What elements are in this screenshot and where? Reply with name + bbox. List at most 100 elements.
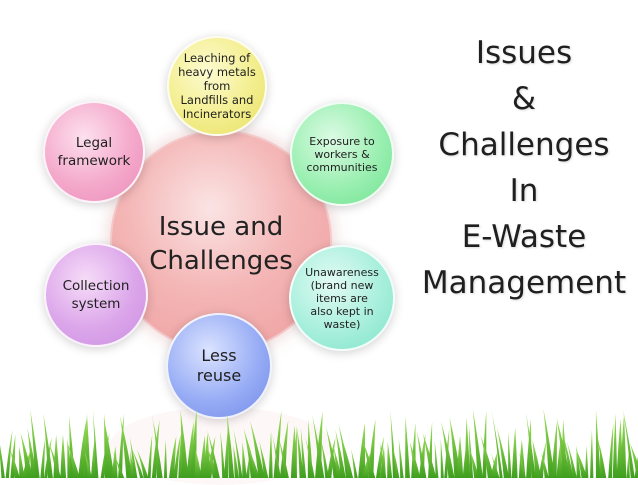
grass-blade: [111, 446, 118, 478]
title-line-2: &: [511, 81, 537, 117]
grass-blade: [84, 414, 91, 478]
grass-blade: [233, 444, 240, 478]
grass-blade: [85, 451, 92, 478]
grass-blade: [67, 442, 80, 478]
grass-blade: [10, 449, 20, 478]
grass-blade: [405, 416, 410, 478]
grass-blade: [526, 418, 532, 478]
grass-blade: [595, 410, 601, 478]
grass-blade: [0, 445, 5, 478]
grass-blade: [358, 422, 366, 478]
node-collection-system: Collection system: [44, 243, 148, 347]
grass-blade: [60, 434, 67, 478]
title-line-1: Issues: [475, 35, 573, 71]
grass-blade: [626, 452, 630, 478]
grass-blade: [361, 439, 376, 478]
grass-blade: [40, 438, 46, 478]
grass-blade: [456, 435, 464, 478]
grass-blade: [103, 417, 115, 478]
grass-blade: [173, 434, 181, 478]
grass-blade: [279, 420, 289, 478]
grass-blade: [320, 437, 330, 478]
grass-blade: [585, 445, 589, 478]
grass-blade: [480, 435, 495, 478]
grass-blade: [350, 448, 358, 478]
grass-blade: [491, 408, 503, 478]
grass-blade: [233, 427, 243, 478]
grass-blade: [20, 433, 33, 478]
title-line-5: E-Waste: [461, 219, 587, 255]
grass-blade: [268, 430, 273, 478]
grass-blade: [190, 408, 197, 478]
grass-blade: [296, 425, 304, 478]
grass-blade: [333, 445, 342, 478]
grass-blade: [130, 446, 144, 478]
grass-blade: [246, 442, 260, 478]
grass-blade: [575, 448, 588, 478]
grass-blade: [293, 426, 297, 478]
grass-blade: [519, 452, 526, 478]
grass-blade: [18, 445, 25, 478]
grass-blade: [518, 439, 526, 478]
grass-blade: [440, 421, 455, 478]
grass-blade: [416, 430, 427, 478]
grass-blade: [482, 410, 487, 478]
grass-blade: [163, 439, 168, 478]
grass-blade: [630, 443, 638, 478]
grass-blade: [180, 409, 189, 478]
grass-blade: [440, 438, 444, 478]
title-line-6: Management: [421, 265, 627, 301]
grass-blade: [392, 446, 400, 478]
grass-blade: [525, 412, 536, 478]
grass-blade: [226, 412, 235, 478]
grass-blade: [464, 417, 471, 478]
grass-blade: [434, 440, 439, 478]
slide-title: Issues & Challenges In E-Waste Managemen…: [410, 30, 638, 306]
node-legal-framework-label: Legal framework: [57, 135, 131, 169]
grass-blade: [543, 408, 555, 478]
grass-blade: [556, 417, 571, 478]
grass-blade: [48, 442, 62, 478]
grass-blade: [304, 435, 315, 478]
grass-blade: [242, 441, 247, 478]
grass-blade: [508, 431, 512, 478]
grass-blade: [206, 429, 220, 478]
node-unawareness-label: Unawareness (brand new items are also ke…: [305, 265, 379, 331]
grass-blade: [595, 431, 607, 478]
grass-blade: [620, 413, 627, 478]
node-less-reuse-label: Less reuse: [196, 346, 242, 385]
grass-blade: [312, 414, 325, 478]
grass-blade: [590, 430, 594, 478]
grass-blade: [612, 413, 618, 478]
grass-blade: [409, 441, 421, 478]
grass-blade: [541, 452, 549, 478]
grass-blade: [129, 436, 138, 478]
grass-blade: [169, 436, 177, 478]
title-line-4: In: [509, 173, 539, 209]
node-leaching: Leaching of heavy metals from Landfills …: [167, 36, 267, 136]
grass-blade: [608, 423, 614, 478]
grass-blade: [194, 449, 202, 478]
grass-blade: [398, 438, 404, 478]
grass-blade: [469, 448, 480, 478]
grass-blade: [30, 408, 40, 478]
grass-blade: [422, 432, 437, 478]
grass-blade: [151, 413, 163, 478]
grass-blade: [538, 441, 547, 478]
grass-blade: [43, 413, 53, 478]
grass-blade: [147, 434, 153, 478]
grass-blade: [92, 409, 99, 478]
grass-blade: [511, 427, 518, 478]
grass-blade: [472, 408, 483, 478]
grass-blade: [249, 420, 265, 478]
grass-blade: [468, 424, 474, 478]
grass-blade: [387, 441, 393, 478]
node-unawareness: Unawareness (brand new items are also ke…: [289, 245, 395, 351]
grass-blade: [272, 434, 281, 478]
grass-blade: [199, 435, 206, 478]
grass-blade: [151, 419, 160, 478]
grass-blade: [278, 437, 289, 478]
grass-blade: [490, 452, 500, 478]
grass-blade: [566, 441, 577, 478]
